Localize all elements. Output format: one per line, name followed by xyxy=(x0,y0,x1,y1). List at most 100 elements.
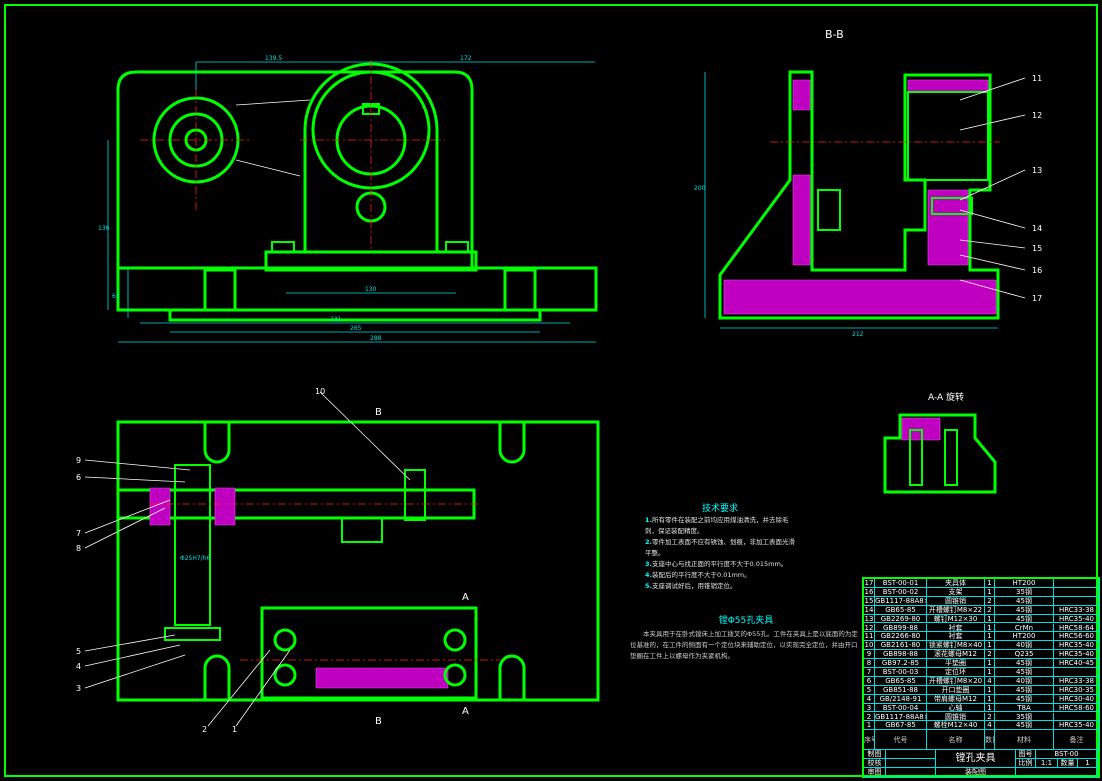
bom-cell-index: 2 xyxy=(864,712,875,722)
tech-item-number: 4. xyxy=(645,571,652,579)
bom-cell-name: 衬套 xyxy=(927,632,985,642)
bom-cell-name: 滚花螺母M12 xyxy=(927,650,985,660)
bom-cell-name: 开槽螺钉M8×22 xyxy=(927,605,985,615)
bom-header-cell: 备注 xyxy=(1054,730,1100,751)
bom-header-cell: 材料 xyxy=(995,730,1054,751)
tech-item-text: 支座调试好后，用锥销定位。 xyxy=(652,582,737,590)
description-text: 本夹具用于在卧式镗床上加工拨叉的Φ55孔。工件在夹具上是以底面的为定位基准的，在… xyxy=(630,630,858,660)
qty-label: 数量 xyxy=(1058,759,1078,769)
sheet-border xyxy=(4,4,1098,777)
bom-cell-note: HRC35-40 xyxy=(1054,650,1100,660)
tech-item-text: 零件加工表面不应有锈蚀、划痕，非加工表面光滑平整。 xyxy=(645,538,795,557)
tech-item: 4.装配后的平行度不大于0.01mm。 xyxy=(645,570,795,581)
bom-cell-index: 13 xyxy=(864,614,875,624)
bom-cell-code: GB65-85 xyxy=(875,676,927,686)
bom-cell-index: 12 xyxy=(864,623,875,633)
part-balloon: 7 xyxy=(76,529,81,538)
bom-cell-name: 定位环 xyxy=(927,668,985,677)
bom-cell-note: HRC35-40 xyxy=(1054,641,1100,651)
part-balloon: 2 xyxy=(202,725,207,734)
cut-label: A xyxy=(462,706,469,717)
leader-line xyxy=(207,649,271,727)
bom-cell-material: 45钢 xyxy=(995,685,1054,695)
bom-cell-name: 螺栓M12×40 xyxy=(927,721,985,731)
bom-cell-qty: 1 xyxy=(985,694,995,704)
title-blank xyxy=(1016,768,1098,778)
part-balloon: 14 xyxy=(1032,224,1042,233)
part-balloon: 11 xyxy=(1032,74,1042,83)
scale-value: 1:1 xyxy=(1036,759,1058,769)
leader-line xyxy=(84,499,171,534)
bom-cell-index: 7 xyxy=(864,668,875,677)
bom-cell-qty: 1 xyxy=(985,659,995,668)
bom-cell-code: BST-00-04 xyxy=(875,703,927,713)
bom-header-cell: 代号 xyxy=(875,730,927,751)
dim-text: 265 xyxy=(350,325,362,332)
cut-label: B xyxy=(375,407,382,418)
bom-cell-material: T8A xyxy=(995,703,1054,713)
bom-cell-index: 9 xyxy=(864,650,875,660)
tech-item: 2.零件加工表面不应有锈蚀、划痕，非加工表面光滑平整。 xyxy=(645,537,795,559)
bom-cell-index: 3 xyxy=(864,703,875,713)
bom-cell-code: BST-00-03 xyxy=(875,668,927,677)
bom-cell-qty: 1 xyxy=(985,587,995,597)
bom-cell-code: GB1117-88A8×30 xyxy=(875,596,927,606)
leader-line xyxy=(959,254,1026,271)
bom-header-cell: 序号 xyxy=(864,730,875,751)
bom-cell-code: GB2269-80 xyxy=(875,614,927,624)
title-drawn-value xyxy=(886,750,936,760)
bom-cell-code: GB97.2-85 xyxy=(875,659,927,668)
tech-item: 3.支座中心与找正面的平行度不大于0.015mm。 xyxy=(645,559,795,570)
bom-cell-index: 1 xyxy=(864,721,875,731)
bom-cell-qty: 1 xyxy=(985,703,995,713)
bom-cell-code: GB/2148-91 xyxy=(875,694,927,704)
dim-text: Φ25H7/h6 xyxy=(180,555,211,562)
bom-cell-qty: 2 xyxy=(985,712,995,722)
bom-cell-note: HRC56-60 xyxy=(1054,632,1100,642)
tech-item-number: 3. xyxy=(645,560,652,568)
bom-cell-index: 16 xyxy=(864,587,875,597)
bom-cell-name: 心轴 xyxy=(927,703,985,713)
bom-cell-code: BST-00-02 xyxy=(875,587,927,597)
bom-cell-note: HRC33-38 xyxy=(1054,676,1100,686)
bom-cell-code: GB2266-80 xyxy=(875,632,927,642)
dim-text: 200 xyxy=(694,185,706,192)
bom-cell-code: GB1117-88A8×30 xyxy=(875,712,927,722)
bom-cell-material: 45钢 xyxy=(995,694,1054,704)
dim-text: 231 xyxy=(330,316,342,323)
bom-cell-name: 圆锥销 xyxy=(927,712,985,722)
bom-cell-qty: 2 xyxy=(985,605,995,615)
leader-line xyxy=(319,391,411,481)
leader-line xyxy=(84,634,176,652)
technical-requirements: 技术要求 1.所有零件在装配之前均应用煤油清洗，并去除毛刺，保证装配精度。2.零… xyxy=(645,504,795,592)
bom-cell-material: 40钢 xyxy=(995,676,1054,686)
bom-cell-name: 圆锥销 xyxy=(927,596,985,606)
part-balloon: 13 xyxy=(1032,166,1042,175)
section-label: B-B xyxy=(825,28,844,41)
scale-label: 比例 xyxy=(1016,759,1036,769)
bom-cell-note xyxy=(1054,668,1100,677)
bom-cell-qty: 1 xyxy=(985,685,995,695)
bom-cell-material: 40钢 xyxy=(995,641,1054,651)
dim-text: 288 xyxy=(370,335,382,342)
bom-cell-material: 45钢 xyxy=(995,721,1054,731)
bom-cell-name: 螺钉M12×30 xyxy=(927,614,985,624)
leader-line xyxy=(959,169,1026,201)
drawing-no-label: 图号 xyxy=(1016,750,1036,760)
tech-item: 5.支座调试好后，用锥销定位。 xyxy=(645,581,795,592)
drawing-no: BST-00 xyxy=(1036,750,1098,760)
bom-cell-note: HRC58-60 xyxy=(1054,703,1100,713)
bom-cell-code: GB851-88 xyxy=(875,685,927,695)
part-balloon: 3 xyxy=(76,684,81,693)
leader-line xyxy=(84,476,186,483)
description-title: 镗Φ55孔夹具 xyxy=(718,616,774,626)
part-balloon: 12 xyxy=(1032,111,1042,120)
dim-text: 136 xyxy=(98,225,110,232)
bom-cell-name: 带肩螺母M12 xyxy=(927,694,985,704)
bom-cell-qty: 2 xyxy=(985,596,995,606)
bom-cell-index: 17 xyxy=(864,579,875,588)
